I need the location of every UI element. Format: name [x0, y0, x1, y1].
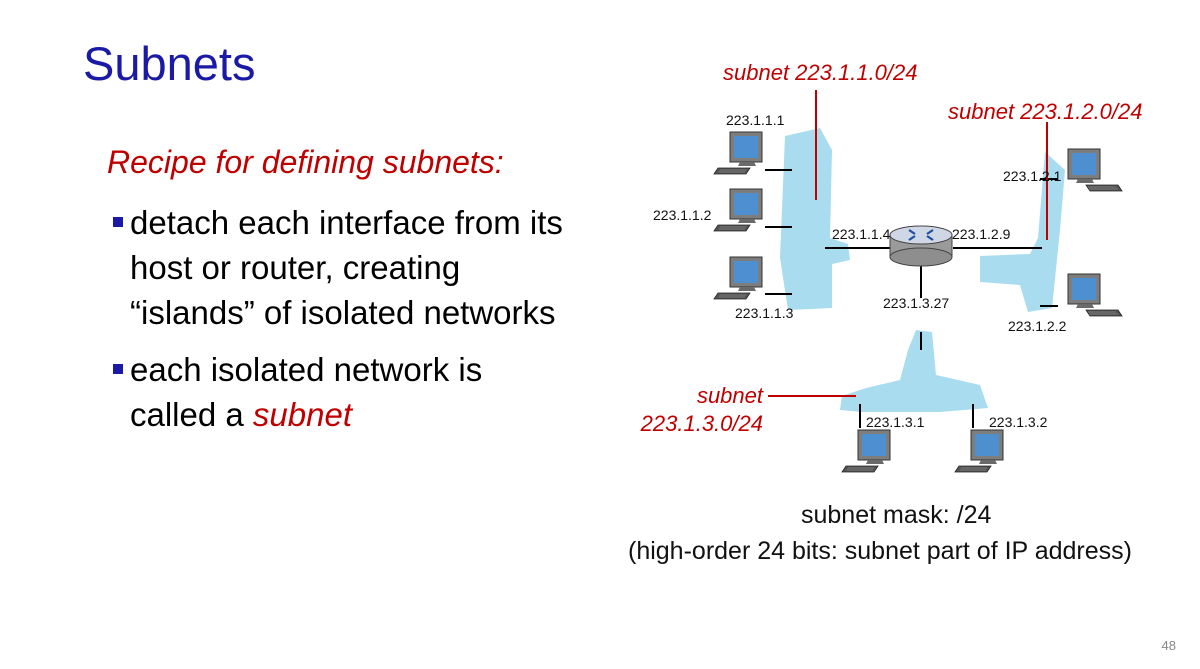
host-computer-icon — [713, 188, 763, 232]
router-icon — [889, 225, 953, 267]
subnet-island-2 — [980, 152, 1065, 312]
bullet-line: each isolated network is — [130, 351, 483, 388]
subnet-emphasis: subnet — [252, 396, 353, 433]
network-diagram: 223.1.1.1 223.1.1.2 223.1.1.3 223.1.1.4 … — [640, 60, 1143, 473]
subnet-island-1 — [780, 128, 850, 310]
page-number: 48 — [1161, 638, 1176, 653]
host-computer-icon — [1067, 148, 1123, 192]
ip-label-223-1-1-3: 223.1.1.3 — [735, 305, 794, 321]
pointer-lines — [768, 90, 1048, 397]
bullet-line: detach each interface from its — [130, 204, 563, 241]
bullet-line: “islands” of isolated networks — [130, 294, 556, 331]
bullet-line: called a subnet — [130, 392, 482, 437]
bullet-square-icon — [113, 364, 123, 374]
host-computer-icon — [1067, 273, 1123, 317]
subnet-label-3-word: subnet — [697, 383, 764, 408]
bullet-square-icon — [113, 217, 123, 227]
ip-label-223-1-2-1: 223.1.2.1 — [1003, 168, 1062, 184]
subnet-island-3 — [840, 330, 988, 412]
host-computer-icon — [954, 429, 1004, 473]
subnet-label-3-address: 223.1.3.0/24 — [640, 411, 763, 436]
subnet-label-2: subnet 223.1.2.0/24 — [948, 99, 1143, 124]
host-computer-icon — [713, 256, 763, 300]
subnet-mask-note: (high-order 24 bits: subnet part of IP a… — [628, 537, 1132, 565]
wires — [765, 169, 1058, 428]
ip-label-223-1-3-1: 223.1.3.1 — [866, 414, 925, 430]
ip-label-223-1-1-4: 223.1.1.4 — [832, 226, 891, 242]
host-computer-icon — [713, 131, 763, 175]
bullet-isolated-text: each isolated network is called a subnet — [130, 347, 482, 437]
bullet-line: host or router, creating — [130, 249, 461, 286]
recipe-heading: Recipe for defining subnets: — [107, 144, 504, 180]
subnet-mask-text: subnet mask: /24 — [801, 501, 992, 529]
host-computer-icon — [841, 429, 891, 473]
ip-label-223-1-1-1: 223.1.1.1 — [726, 112, 785, 128]
subnet-label-1: subnet 223.1.1.0/24 — [723, 60, 918, 85]
ip-label-223-1-2-2: 223.1.2.2 — [1008, 318, 1067, 334]
bullet-prefix: called a — [130, 396, 253, 433]
slide-title: Subnets — [83, 37, 256, 90]
ip-label-223-1-2-9: 223.1.2.9 — [952, 226, 1011, 242]
ip-label-223-1-3-27: 223.1.3.27 — [883, 295, 949, 311]
ip-label-223-1-3-2: 223.1.3.2 — [989, 414, 1048, 430]
ip-label-223-1-1-2: 223.1.1.2 — [653, 207, 712, 223]
bullet-detach-text: detach each interface from its host or r… — [130, 200, 563, 335]
